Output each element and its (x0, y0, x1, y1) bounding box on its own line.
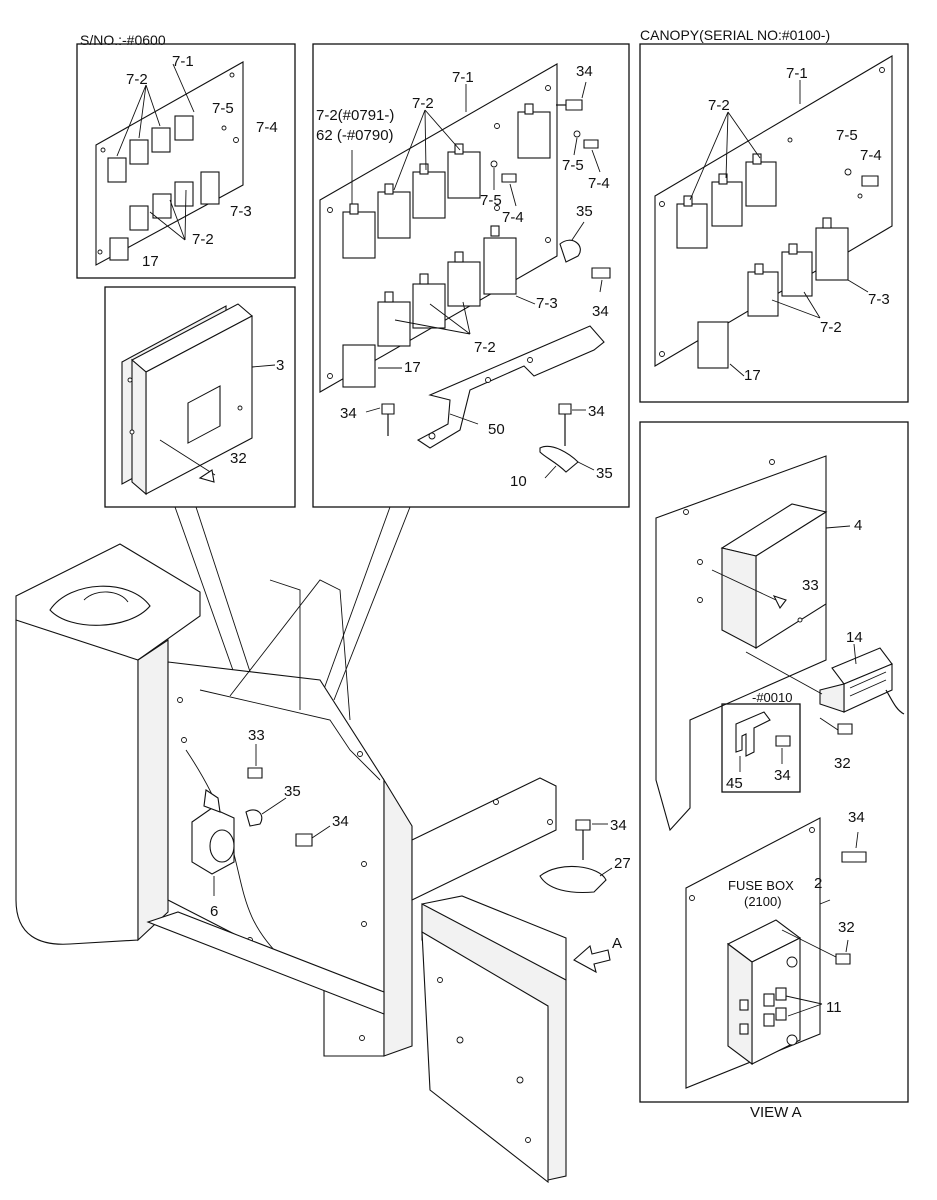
panel-frame-left-top (76, 43, 296, 279)
callout-7-3-main: 7-3 (536, 295, 558, 312)
callout-33-main: 33 (248, 727, 265, 744)
callout-32-controller: 32 (230, 450, 247, 467)
seat-base (15, 619, 139, 945)
callout-7-4-canopy: 7-4 (860, 147, 882, 164)
callout-17-small: 17 (142, 253, 159, 270)
callout-3: 3 (276, 357, 284, 374)
fuse-box-label: FUSE BOX (728, 878, 794, 893)
callout-7-2-main-top: 7-2 (412, 95, 434, 112)
callout-32-view-a-bottom: 32 (838, 919, 855, 936)
callout-7-5-canopy: 7-5 (836, 127, 858, 144)
callout-50: 50 (488, 421, 505, 438)
callout-35-main: 35 (576, 203, 593, 220)
callout-17-canopy: 17 (744, 367, 761, 384)
callout-7-4-main-right: 7-4 (588, 175, 610, 192)
controller-cover (421, 931, 549, 1184)
callout-34-main-top: 34 (576, 63, 593, 80)
callout-34-main-left: 34 (340, 405, 357, 422)
callout-7-1-canopy: 7-1 (786, 65, 808, 82)
callout-7-1-small: 7-1 (172, 53, 194, 70)
subframe-0010 (721, 703, 801, 793)
relay-board-main-panel: 7-1 34 7-2 7-2(#0791-) 62 (-#0790) 7-5 7… (312, 43, 630, 508)
callout-7-2-0791: 7-2(#0791-) (316, 107, 394, 124)
panel-frame-canopy (639, 43, 909, 403)
view-a-panel: VIEW A (639, 421, 909, 1121)
main-assembly: 33 35 34 6 34 27 A (15, 506, 631, 1184)
relay-board-early-panel: S/NO.:-#0600 7-1 7-2 7-5 7-4 7-3 7-2 17 (76, 32, 296, 279)
callout-35-main-assembly: 35 (284, 783, 301, 800)
callout-27: 27 (614, 855, 631, 872)
bracket-27 (539, 865, 607, 894)
callout-62-0790: 62 (-#0790) (316, 127, 394, 144)
callout-7-5-small: 7-5 (212, 100, 234, 117)
callout-7-2-small-bottom: 7-2 (192, 231, 214, 248)
callout-7-5-main-right: 7-5 (562, 157, 584, 174)
module-14 (819, 647, 905, 715)
relay-group-upper (107, 115, 194, 183)
arrow-a-label: A (612, 935, 622, 952)
fuse-box-2 (726, 919, 802, 1066)
callout-45: 45 (726, 775, 743, 792)
callout-6: 6 (210, 903, 218, 920)
callout-7-4-main-left: 7-4 (502, 209, 524, 226)
callout-34-main-right: 34 (592, 303, 609, 320)
clamp-10 (539, 445, 579, 473)
callout-7-2-canopy-bottom: 7-2 (820, 319, 842, 336)
ecu-4 (720, 503, 828, 649)
view-a-arrow (573, 944, 611, 974)
panel-frame-view-a (639, 421, 909, 1103)
relay-row-upper (342, 103, 551, 259)
serial-left-label: S/NO.:-#0600 (80, 32, 166, 48)
bracket-45 (735, 711, 771, 757)
callout-34-view-a-sub: 34 (774, 767, 791, 784)
callout-7-2-main-bottom: 7-2 (474, 339, 496, 356)
horn-6 (191, 789, 235, 875)
serial-0010-label: -#0010 (752, 690, 792, 705)
fuse-box-code: (2100) (744, 894, 782, 909)
relay-row-canopy-upper (676, 153, 777, 249)
callout-7-5-main-left: 7-5 (480, 192, 502, 209)
callout-33-view-a: 33 (802, 577, 819, 594)
hardware-main (490, 99, 611, 279)
callout-7-2-canopy-top: 7-2 (708, 97, 730, 114)
callout-4: 4 (854, 517, 862, 534)
callout-2: 2 (814, 875, 822, 892)
controller-panel: 3 32 (104, 286, 296, 508)
main-frame-plate (167, 661, 385, 1057)
callout-32-view-a-top: 32 (834, 755, 851, 772)
callout-34-main-assembly: 34 (332, 813, 349, 830)
right-frame (411, 777, 557, 901)
canopy-relay-panel: CANOPY(SERIAL NO:#0100-) (639, 27, 909, 403)
callout-34-main-bottom: 34 (588, 403, 605, 420)
callout-35-main-bottom: 35 (596, 465, 613, 482)
callout-7-3-canopy: 7-3 (868, 291, 890, 308)
relay-row-lower (342, 225, 517, 388)
relay-plate-canopy (654, 55, 893, 367)
callout-7-1-main: 7-1 (452, 69, 474, 86)
callout-7-3-small: 7-3 (230, 203, 252, 220)
callout-17-main: 17 (404, 359, 421, 376)
callout-14: 14 (846, 629, 863, 646)
callout-10: 10 (510, 473, 527, 490)
panel-frame-controller (104, 286, 296, 508)
callout-34-view-a-fuse: 34 (848, 809, 865, 826)
view-a-label: VIEW A (750, 1104, 802, 1121)
callout-7-4-small: 7-4 (256, 119, 278, 136)
canopy-label: CANOPY(SERIAL NO:#0100-) (640, 27, 830, 43)
callout-7-2-small-top: 7-2 (126, 71, 148, 88)
relay-group-lower (109, 171, 220, 261)
callout-11: 11 (826, 999, 842, 1016)
bracket-50 (416, 325, 605, 449)
callout-34-bracket: 34 (610, 817, 627, 834)
panel-frame-relay-main (312, 43, 630, 508)
relay-row-canopy-lower (697, 217, 849, 369)
